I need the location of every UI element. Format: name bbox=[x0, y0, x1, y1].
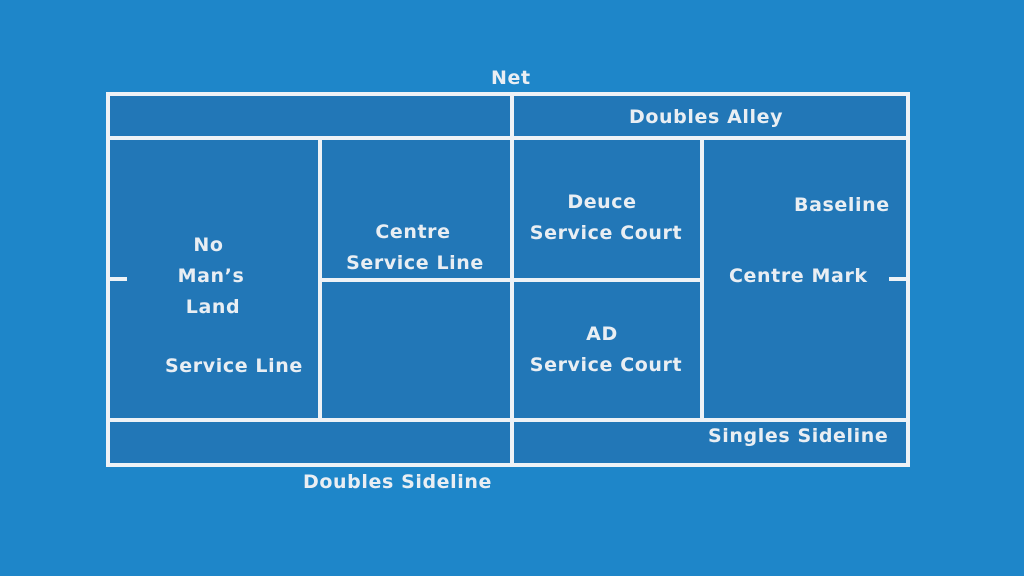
no-mans-land-line-2: Man’s bbox=[177, 265, 245, 287]
deuce-service-court-line-2: Service Court bbox=[529, 222, 683, 244]
doubles-sideline-label: Doubles Sideline bbox=[303, 471, 492, 493]
singles-sideline-label: Singles Sideline bbox=[708, 425, 889, 447]
no-mans-land-line-3: Land bbox=[185, 296, 241, 318]
no-mans-land-line-1: No bbox=[193, 234, 224, 256]
baseline-label: Baseline bbox=[794, 194, 890, 216]
deuce-service-court-line-1: Deuce bbox=[567, 191, 637, 213]
centre-service-line-line-2: Service Line bbox=[346, 252, 484, 274]
no-mans-land-label: No Man’s Land bbox=[155, 230, 270, 323]
deuce-service-court-label: Deuce Service Court bbox=[514, 187, 698, 249]
doubles-alley-label: Doubles Alley bbox=[629, 106, 784, 128]
centre-mark-label: Centre Mark bbox=[729, 265, 868, 287]
ad-service-court-line-2: Service Court bbox=[529, 354, 683, 376]
centre-service-line-line-1: Centre bbox=[375, 221, 451, 243]
ad-service-court-label: AD Service Court bbox=[514, 319, 698, 381]
net-label: Net bbox=[491, 67, 531, 89]
centre-service-line-label: Centre Service Line bbox=[330, 217, 500, 279]
ad-service-court-line-1: AD bbox=[586, 323, 618, 345]
service-line-label: Service Line bbox=[165, 355, 303, 377]
